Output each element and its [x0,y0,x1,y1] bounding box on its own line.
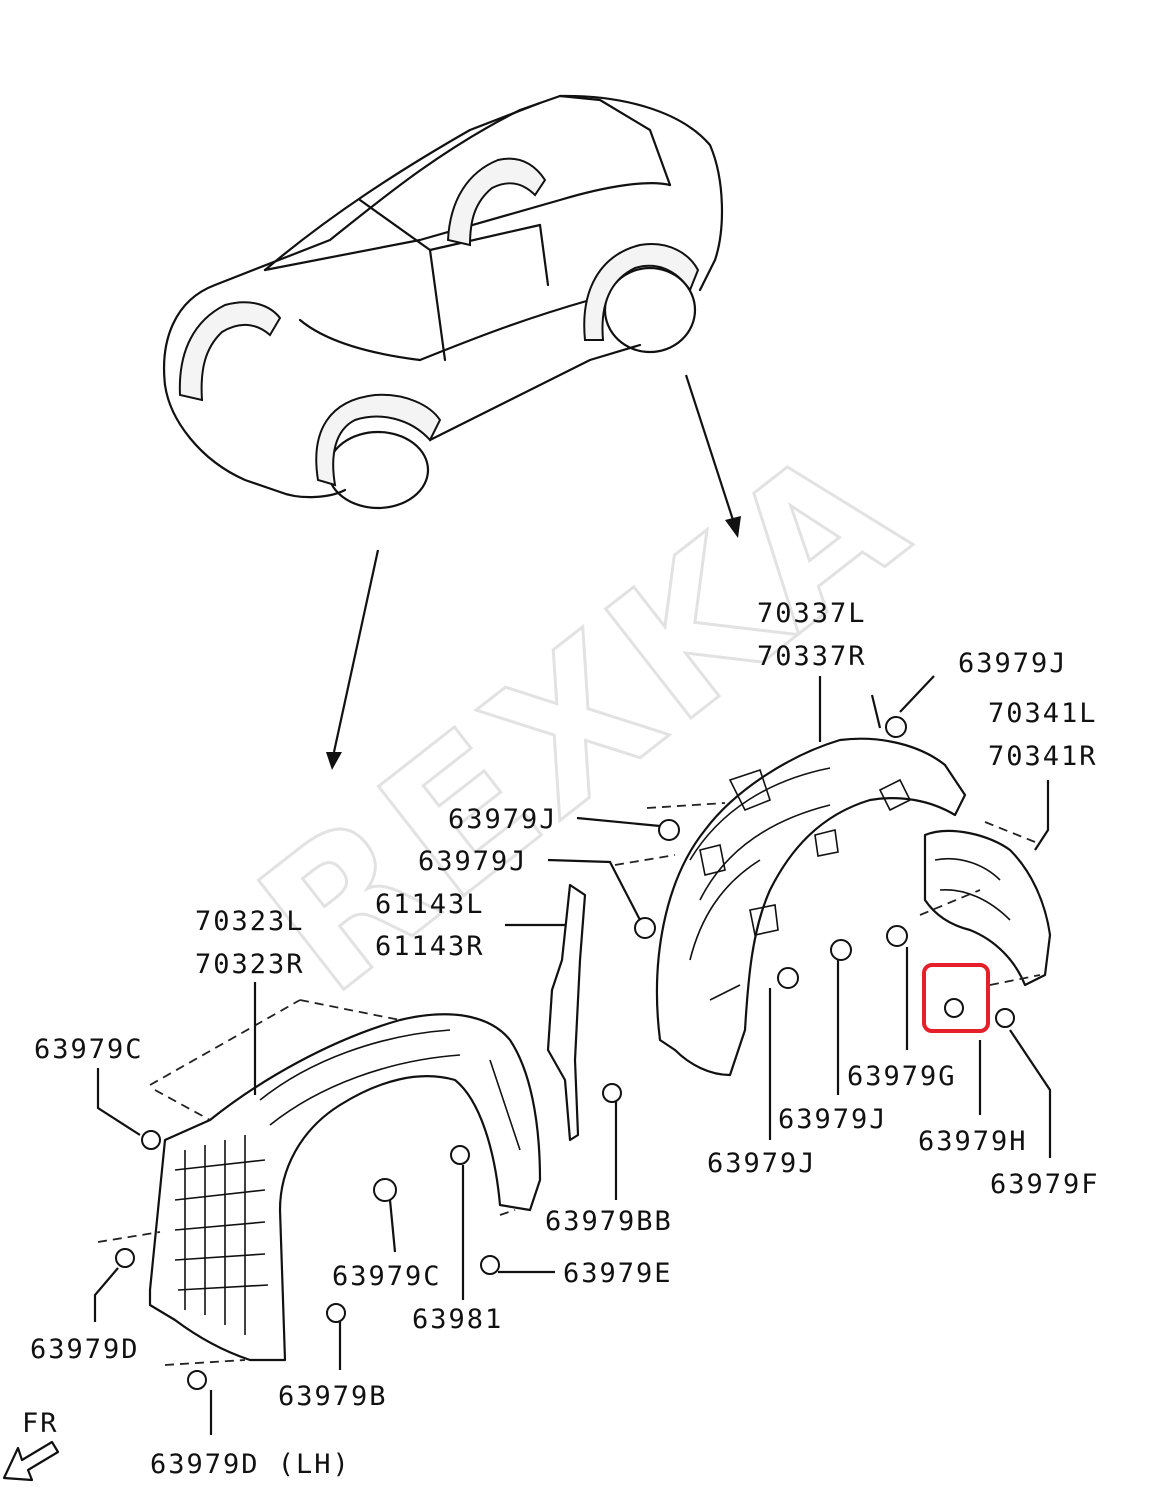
label-63979G: 63979G [847,1061,957,1092]
rear-liner [655,737,1052,1077]
label-63981: 63981 [412,1304,503,1335]
direction-label: FR [22,1408,59,1439]
label-63979BB: 63979BB [545,1206,673,1237]
pointer-arrows [326,374,741,770]
label-70341L: 70341L [988,698,1098,729]
label-63979D: 63979D [30,1334,140,1365]
label-61143R: 61143R [375,931,485,962]
label-63979E: 63979E [563,1258,673,1289]
front-direction-indicator: FR [2,1408,60,1482]
car-outline [163,94,724,510]
label-63979J-b: 63979J [418,846,528,877]
label-70323R: 70323R [195,949,305,980]
label-63979J-a: 63979J [448,804,558,835]
label-70337R: 70337R [757,641,867,672]
label-63979C-left: 63979C [34,1034,144,1065]
label-63979J-top: 63979J [958,648,1068,679]
fasteners [115,716,1015,1390]
label-63979F: 63979F [990,1169,1100,1200]
leader-lines [93,675,1052,1435]
label-63979J-d: 63979J [707,1148,817,1179]
part-labels: 70337L 70337R 63979J 70341L 70341R 63979… [30,598,1100,1480]
reference-dashes [97,802,1041,1366]
label-63979D-LH: 63979D (LH) [150,1449,351,1480]
label-70323L: 70323L [195,906,305,937]
front-liner [148,883,587,1362]
label-63979C-mid: 63979C [332,1261,442,1292]
label-61143L: 61143L [375,889,485,920]
label-63979J-c: 63979J [778,1104,888,1135]
highlight-box [922,963,990,1033]
label-63979H: 63979H [918,1126,1028,1157]
label-70337L: 70337L [757,598,867,629]
label-63979B: 63979B [278,1381,388,1412]
label-70341R: 70341R [988,741,1098,772]
